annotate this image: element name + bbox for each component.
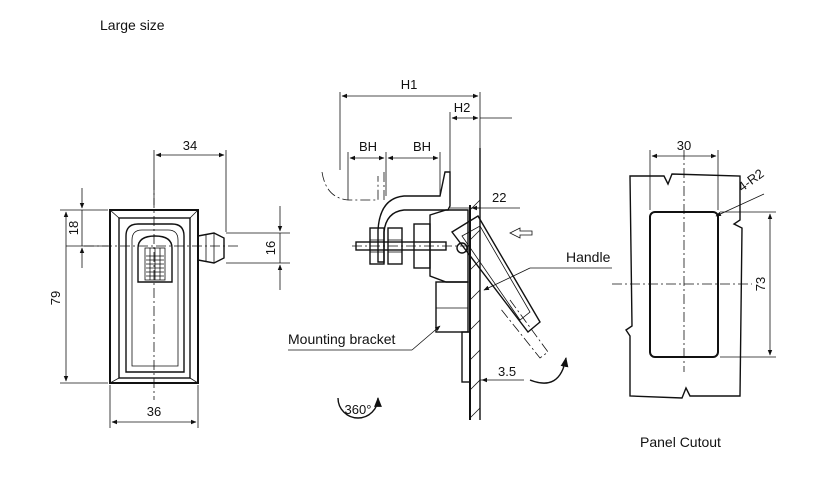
handle-part [450, 215, 541, 334]
rotate-360-icon [337, 397, 382, 419]
latch-tongue [197, 232, 225, 264]
dim-3-5: 3.5 [498, 364, 516, 379]
key-slot-grid [146, 248, 164, 280]
cutout-caption: Panel Cutout [640, 434, 721, 450]
key-cylinder [137, 235, 173, 283]
nut-1 [369, 227, 385, 265]
dim-bh-right: BH [413, 139, 431, 154]
handle-open-position [499, 299, 549, 359]
direction-arrow-icon [509, 227, 533, 239]
rotation-label: 360° [345, 402, 372, 417]
dim-22: 22 [492, 190, 506, 205]
dim-34: 34 [183, 138, 197, 153]
dim-30: 30 [677, 138, 691, 153]
handle-label: Handle [566, 249, 611, 265]
latch-bar-alt [321, 171, 379, 201]
panel-cutout-view: 30 73 4-R2 Panel Cutout [612, 138, 776, 450]
panel-hatch [469, 199, 481, 419]
dim-radius: 4-R2 [735, 166, 767, 195]
mounting-bracket-label: Mounting bracket [288, 331, 396, 347]
dim-79: 79 [48, 291, 63, 305]
mounting-bracket-part [435, 281, 469, 333]
panel-outline [625, 173, 743, 399]
front-body-inner [118, 217, 191, 379]
side-view: H1 H2 BH BH 22 3.5 Handle Mounti [288, 77, 612, 420]
turn-arrow-icon [529, 357, 569, 384]
handle-recess [125, 223, 185, 373]
dim-bh-left: BH [359, 139, 377, 154]
nut-2 [387, 227, 403, 265]
dim-h1: H1 [401, 77, 418, 92]
front-view: 34 18 79 36 16 [48, 138, 290, 428]
dim-73: 73 [753, 277, 768, 291]
dim-36: 36 [147, 404, 161, 419]
dim-16: 16 [263, 241, 278, 255]
handle-recess-inner [131, 229, 179, 367]
drawing-title: Large size [100, 17, 165, 33]
dim-h2: H2 [454, 100, 471, 115]
dim-18: 18 [66, 221, 81, 235]
